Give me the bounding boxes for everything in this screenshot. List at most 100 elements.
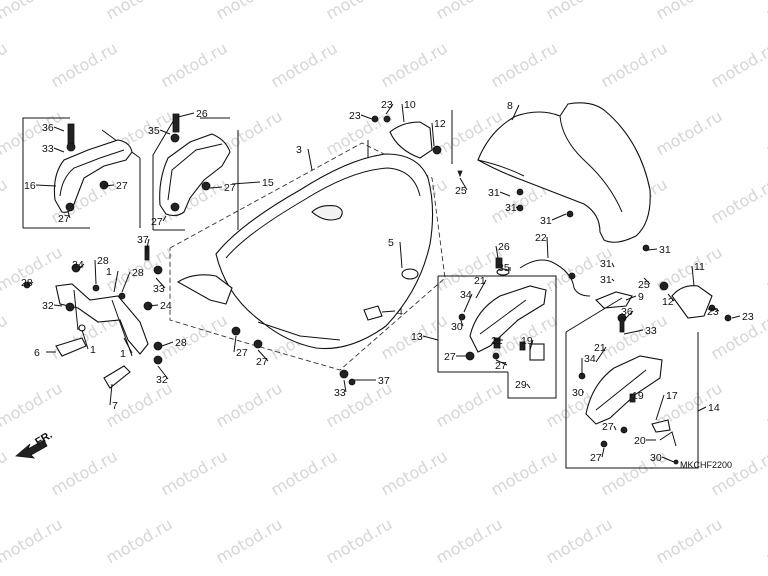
callout-25: 25 xyxy=(455,185,467,197)
callout-34: 34 xyxy=(460,289,472,301)
callout-leader-21 xyxy=(475,279,487,299)
callout-17: 17 xyxy=(666,390,678,402)
callout-32: 32 xyxy=(156,374,168,386)
callout-23: 23 xyxy=(707,306,719,318)
callout-9: 9 xyxy=(638,291,644,303)
seat-lock-cable xyxy=(519,259,633,309)
callout-leader-27 xyxy=(601,447,605,458)
watermark-text: motod.ru xyxy=(598,38,671,91)
rear-seat xyxy=(477,102,651,252)
main-seat xyxy=(169,142,446,371)
watermark-text: motod.ru xyxy=(763,106,768,159)
watermark-text: motod.ru xyxy=(103,0,176,23)
callout-leader-27 xyxy=(233,335,237,353)
watermark-text: motod.ru xyxy=(103,514,176,567)
callout-leader-12 xyxy=(431,122,435,147)
callout-30: 30 xyxy=(451,321,463,333)
callout-24: 24 xyxy=(72,259,84,271)
callout-leader-36 xyxy=(623,310,634,321)
callout-33: 33 xyxy=(334,387,346,399)
grab-rail-right-assembly xyxy=(152,113,239,231)
watermark-text: motod.ru xyxy=(653,106,726,159)
callout-1: 1 xyxy=(106,266,112,278)
callout-leader-23 xyxy=(385,103,394,115)
callout-leader-14 xyxy=(697,406,707,412)
lamp-assembly-14 xyxy=(565,297,699,469)
callout-26: 26 xyxy=(498,241,510,253)
callout-36: 36 xyxy=(42,122,54,134)
callout-22: 22 xyxy=(535,232,547,244)
watermark-text: motod.ru xyxy=(48,38,121,91)
callout-37: 37 xyxy=(137,234,149,246)
callout-leader-13 xyxy=(422,335,439,341)
callout-leader-11 xyxy=(691,265,695,287)
callout-leader-31 xyxy=(611,262,615,268)
watermark-text: motod.ru xyxy=(0,242,66,295)
callout-31: 31 xyxy=(600,274,612,286)
callout-31: 31 xyxy=(505,202,517,214)
seat-cover-small-assembly xyxy=(367,110,463,178)
callout-leader-26 xyxy=(495,245,499,259)
watermark-text: motod.ru xyxy=(213,514,286,567)
callout-31: 31 xyxy=(540,215,552,227)
watermark-text: motod.ru xyxy=(213,0,286,23)
callout-12: 12 xyxy=(434,118,446,130)
watermark-text: motod.ru xyxy=(433,378,506,431)
callout-27: 27 xyxy=(224,182,236,194)
callout-15: 15 xyxy=(262,177,274,189)
watermark-text: motod.ru xyxy=(488,38,561,91)
seat-bracket-assembly xyxy=(23,263,163,389)
watermark-text: motod.ru xyxy=(0,310,11,363)
callout-leader-31 xyxy=(515,206,518,209)
callout-leader-31 xyxy=(551,213,567,221)
watermark-text: motod.ru xyxy=(0,446,11,499)
callout-leader-23 xyxy=(360,114,373,120)
callout-20: 20 xyxy=(634,435,646,447)
callout-28: 28 xyxy=(21,277,33,289)
callout-19: 19 xyxy=(521,335,533,347)
callout-leader-21 xyxy=(595,346,607,363)
callout-28: 28 xyxy=(132,267,144,279)
callout-7: 7 xyxy=(112,400,118,412)
callout-21: 21 xyxy=(474,275,486,287)
callout-27: 27 xyxy=(116,180,128,192)
diagram-code: MKCHF2200 xyxy=(680,460,732,470)
watermark-text: motod.ru xyxy=(158,38,231,91)
watermark-text: motod.ru xyxy=(0,0,66,23)
callout-leader-27 xyxy=(103,184,115,187)
callout-leader-31 xyxy=(647,248,658,251)
watermark-text: motod.ru xyxy=(268,38,341,91)
callout-leader-1 xyxy=(123,337,133,354)
callout-leader-28 xyxy=(161,341,174,347)
callout-leader-27 xyxy=(162,215,167,222)
callout-28: 28 xyxy=(97,255,109,267)
watermark-text: motod.ru xyxy=(433,514,506,567)
callout-leader-30 xyxy=(661,456,675,463)
callout-33: 33 xyxy=(153,283,165,295)
callout-31: 31 xyxy=(659,244,671,256)
watermark-text: motod.ru xyxy=(323,514,396,567)
callout-24: 24 xyxy=(160,300,172,312)
callout-leader-29 xyxy=(526,383,531,389)
watermark-text: motod.ru xyxy=(378,38,451,91)
callout-27: 27 xyxy=(590,452,602,464)
callout-27: 27 xyxy=(602,421,614,433)
callout-3: 3 xyxy=(296,144,302,156)
watermark-text: motod.ru xyxy=(158,446,231,499)
callout-leader-23 xyxy=(731,315,741,319)
callout-leader-33 xyxy=(155,277,166,289)
callout-leader-33 xyxy=(53,147,65,153)
watermark-text: motod.ru xyxy=(323,0,396,23)
callout-36: 36 xyxy=(621,306,633,318)
watermark-text: motod.ru xyxy=(0,38,11,91)
callout-leader-22 xyxy=(546,236,549,259)
callout-leader-25 xyxy=(643,277,651,285)
callout-leader-30 xyxy=(459,317,464,327)
callout-8: 8 xyxy=(507,100,513,112)
callout-leader-33 xyxy=(623,329,644,335)
callout-16: 16 xyxy=(24,180,36,192)
callout-27: 27 xyxy=(495,360,507,372)
watermark-text: motod.ru xyxy=(543,0,616,23)
callout-leader-31 xyxy=(611,278,615,282)
callout-31: 31 xyxy=(600,258,612,270)
